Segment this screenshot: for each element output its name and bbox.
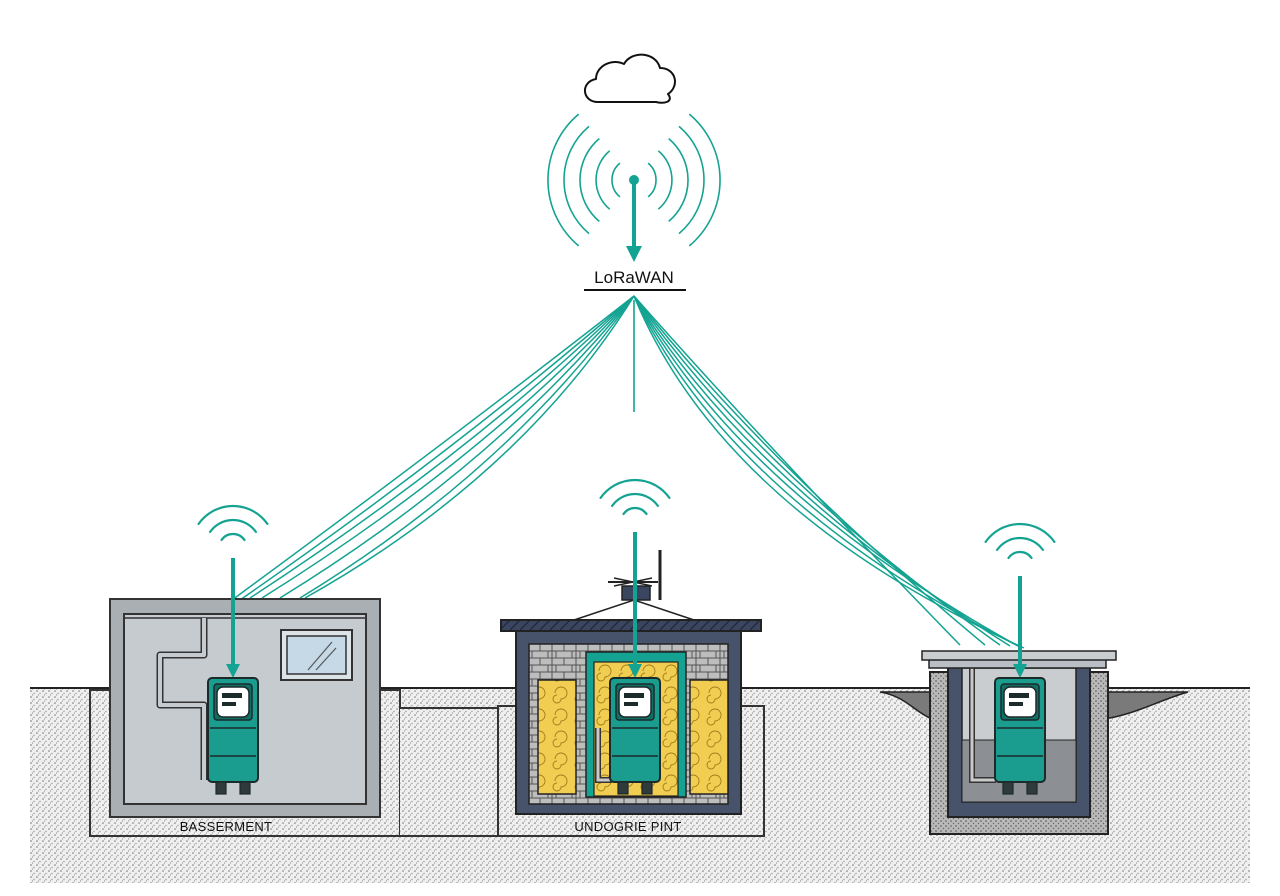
signal-link-basement-0	[231, 295, 635, 601]
wifi-signal-icon	[599, 478, 671, 516]
endpoint-1	[599, 478, 671, 795]
signal-link-meter-pit-6	[633, 295, 1025, 649]
gateway-arc-left-0	[611, 162, 621, 198]
lorawan-label-group: LoRaWAN	[584, 268, 686, 291]
network-label: LoRaWAN	[594, 268, 674, 287]
smart-meter-icon	[207, 677, 259, 795]
gateway-arc-right-4	[688, 113, 721, 247]
gateway-arc-left-4	[547, 113, 580, 247]
gateway-arc-left-1	[595, 150, 611, 210]
gateway-signal-arcs	[547, 113, 721, 247]
basement-window	[280, 629, 353, 681]
gateway-arc-left-2	[579, 137, 600, 223]
gateway-arc-right-3	[678, 125, 705, 235]
site-basement: BASSERMENT	[89, 598, 499, 837]
gateway-arc-left-3	[563, 125, 590, 235]
signal-link-meter-pit-3	[633, 295, 1011, 647]
smart-meter-icon	[609, 677, 661, 795]
endpoint-2	[984, 522, 1056, 795]
signal-link-basement-6	[304, 295, 635, 599]
signal-link-basement-1	[239, 295, 635, 601]
signal-links	[231, 295, 1025, 649]
signal-link-basement-3	[261, 295, 635, 599]
signal-link-meter-pit-5	[633, 295, 1023, 649]
pit-roof	[500, 550, 762, 632]
wifi-signal-icon	[984, 522, 1056, 560]
signal-link-meter-pit-2	[633, 295, 1001, 646]
downlink-arrow	[226, 558, 240, 678]
endpoint-0	[197, 504, 269, 795]
meter-endpoints	[197, 478, 1056, 795]
site-label-basement: BASSERMENT	[180, 819, 273, 834]
gateway-arc-right-2	[668, 137, 689, 223]
smart-meter-icon	[994, 677, 1046, 795]
signal-link-meter-pit-4	[633, 295, 1019, 647]
wifi-signal-icon	[197, 504, 269, 542]
downlink-arrow	[628, 532, 642, 678]
signal-link-basement-2	[249, 295, 635, 599]
signal-link-meter-pit-1	[633, 295, 986, 646]
signal-link-basement-4	[279, 295, 635, 599]
signal-link-meter-pit-0	[633, 295, 961, 646]
site-label-pit: UNDOGRIE PINT	[574, 819, 681, 834]
cloud-icon	[584, 53, 676, 104]
downlink-arrow	[1013, 576, 1027, 678]
gateway-arc-right-0	[647, 162, 657, 198]
gateway-arc-right-1	[657, 150, 673, 210]
signal-link-basement-5	[299, 295, 635, 599]
gateway-antenna-icon	[547, 113, 721, 262]
